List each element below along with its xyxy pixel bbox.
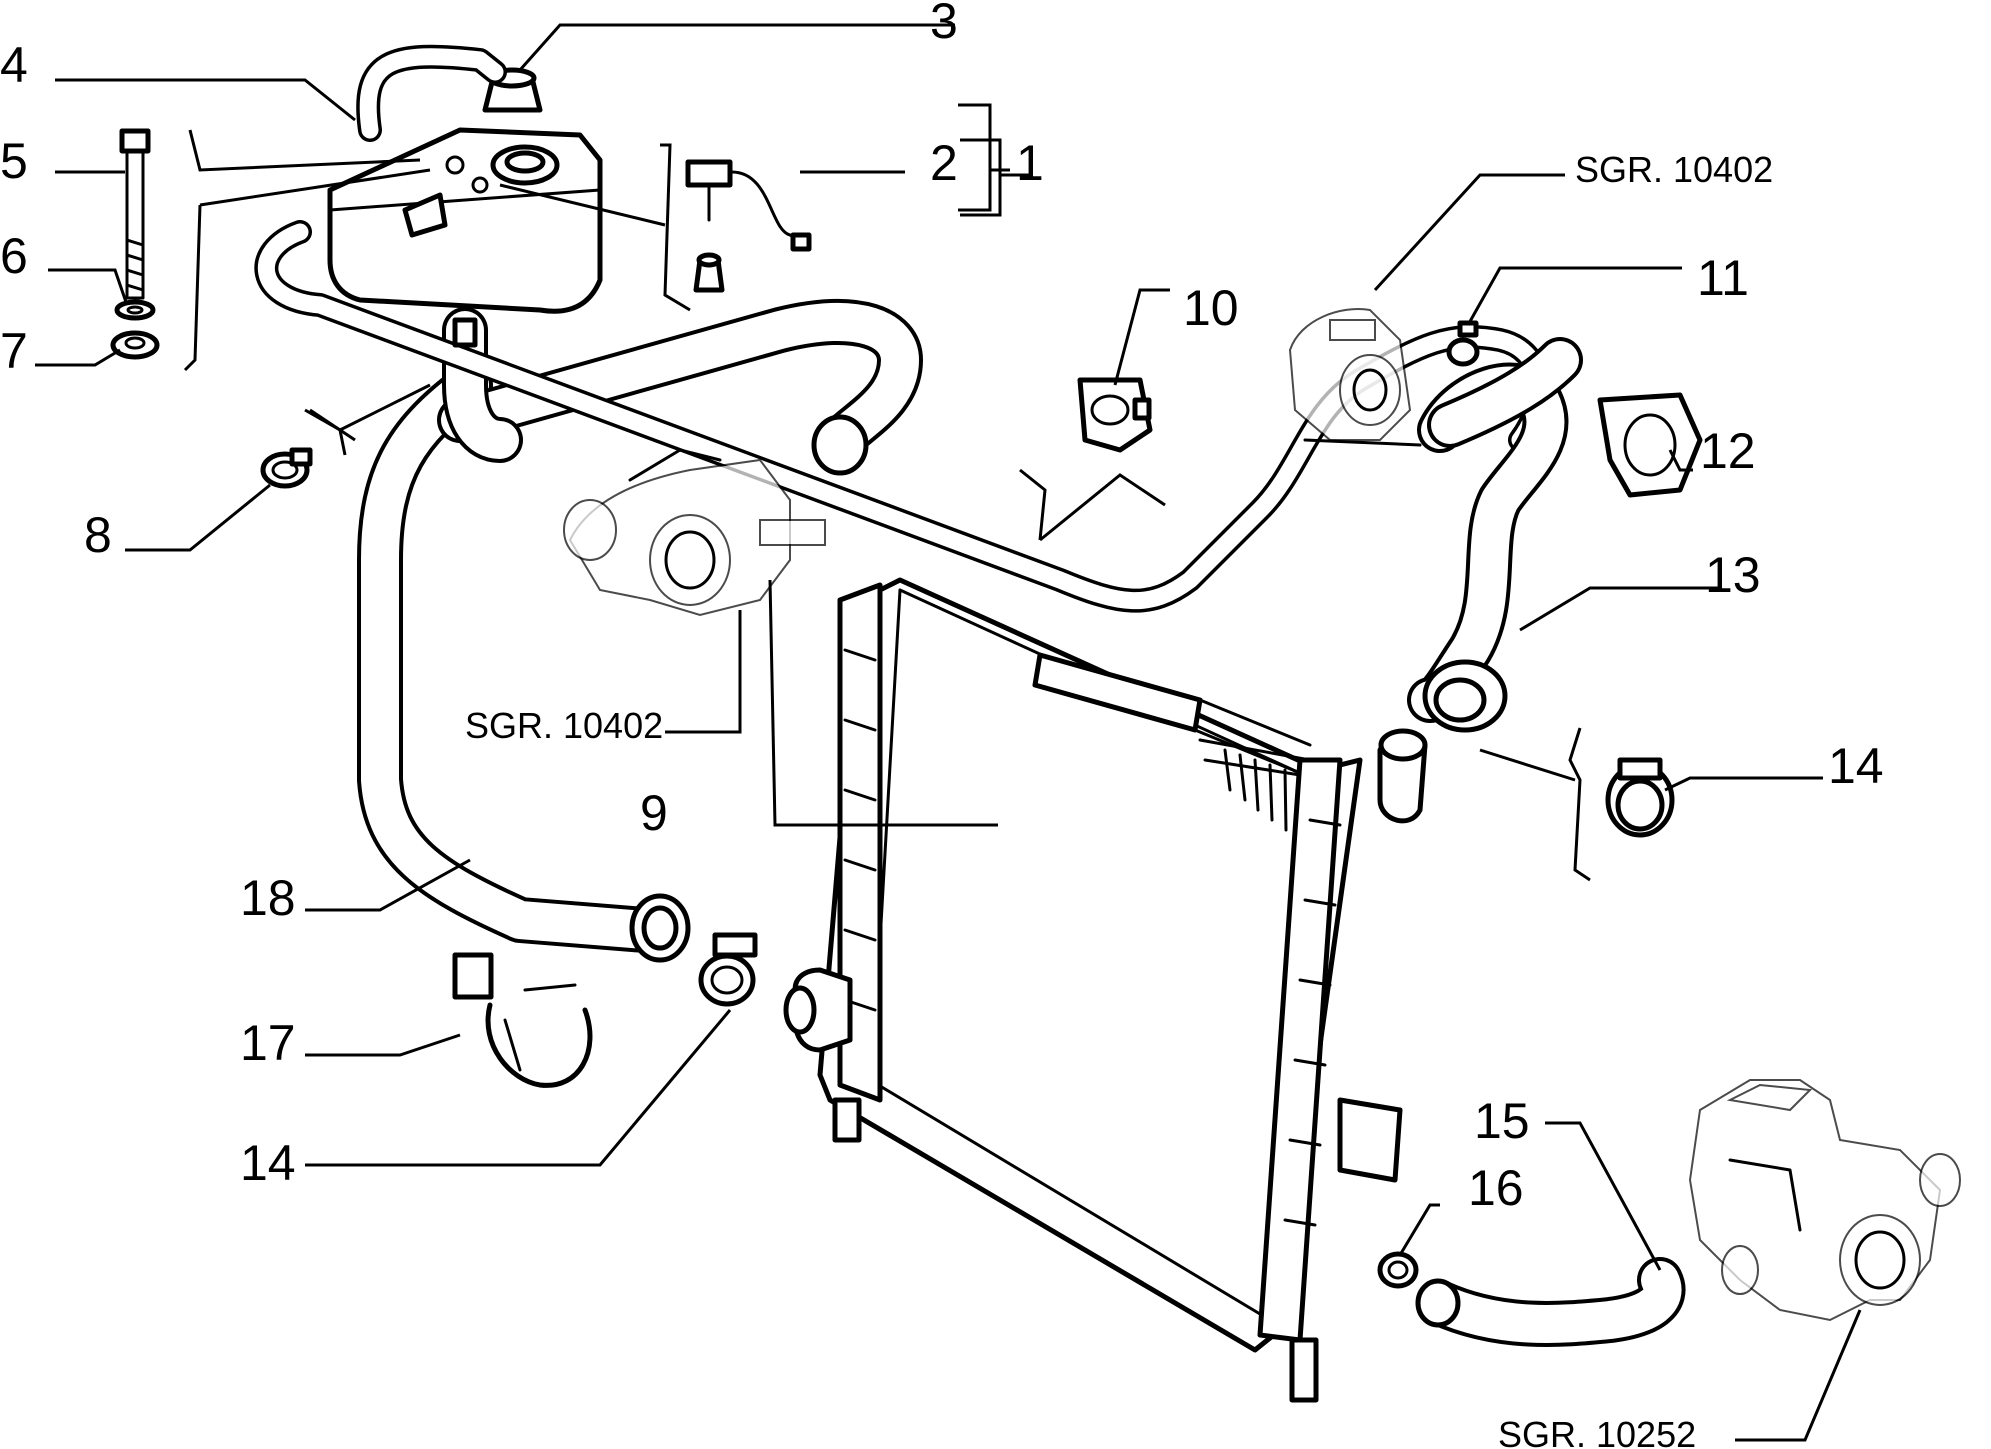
callout-17: 17 (240, 1015, 296, 1071)
hose-18 (357, 362, 691, 963)
bolt-5 (119, 128, 151, 300)
leader-lines (35, 23, 1862, 1442)
hose-15 (1415, 1257, 1686, 1347)
ref-sgr-bottom-right: SGR. 10252 (1498, 1414, 1696, 1449)
clamp-12 (1597, 392, 1703, 498)
clamp-14-right (1605, 757, 1675, 838)
callout-4: 4 (0, 37, 28, 93)
callout-labels: 1 2 3 4 5 6 7 8 9 10 11 12 13 14 14 15 1… (0, 0, 1884, 1216)
expansion-tank-outlet-pipe (442, 307, 523, 463)
hose-upper-right (1427, 337, 1583, 448)
thermostat-housing-left (563, 448, 826, 617)
callout-8: 8 (84, 507, 112, 563)
callout-6: 6 (0, 228, 28, 284)
clamp-8 (260, 447, 313, 489)
callout-11: 11 (1697, 250, 1749, 306)
turbocharger (1688, 1079, 1961, 1322)
reference-labels: SGR. 10402 SGR. 10402 SGR. 10252 (465, 149, 1773, 1449)
ref-sgr-middle: SGR. 10402 (465, 705, 663, 746)
callout-18: 18 (240, 870, 296, 926)
long-bleed-tube (254, 220, 1551, 613)
callout-13: 13 (1705, 547, 1761, 603)
washer-6 (114, 299, 156, 321)
filler-cap (356, 44, 543, 142)
callout-5: 5 (0, 133, 28, 189)
upper-radiator-hose (437, 299, 923, 476)
callout-15: 15 (1474, 1093, 1530, 1149)
level-sensor (685, 159, 812, 293)
thermostat-housing-right (1288, 308, 1422, 447)
callout-16: 16 (1468, 1160, 1524, 1216)
grommet-7 (110, 330, 160, 360)
clamp-14-left (698, 932, 758, 1007)
clamp-16 (1377, 1251, 1419, 1289)
callout-9: 9 (640, 785, 668, 841)
ref-sgr-upper-right: SGR. 10402 (1575, 149, 1773, 190)
bracket-17 (452, 952, 593, 1088)
callout-10: 10 (1183, 280, 1239, 336)
callout-12: 12 (1700, 423, 1756, 479)
radiator (783, 577, 1428, 1403)
callout-3: 3 (930, 0, 958, 49)
callout-1: 1 (1016, 135, 1044, 191)
callout-14-right: 14 (1828, 738, 1884, 794)
callout-14-left: 14 (240, 1135, 296, 1191)
callout-7: 7 (0, 323, 28, 379)
clamp-10 (1077, 377, 1153, 453)
callout-2: 2 (930, 135, 958, 191)
